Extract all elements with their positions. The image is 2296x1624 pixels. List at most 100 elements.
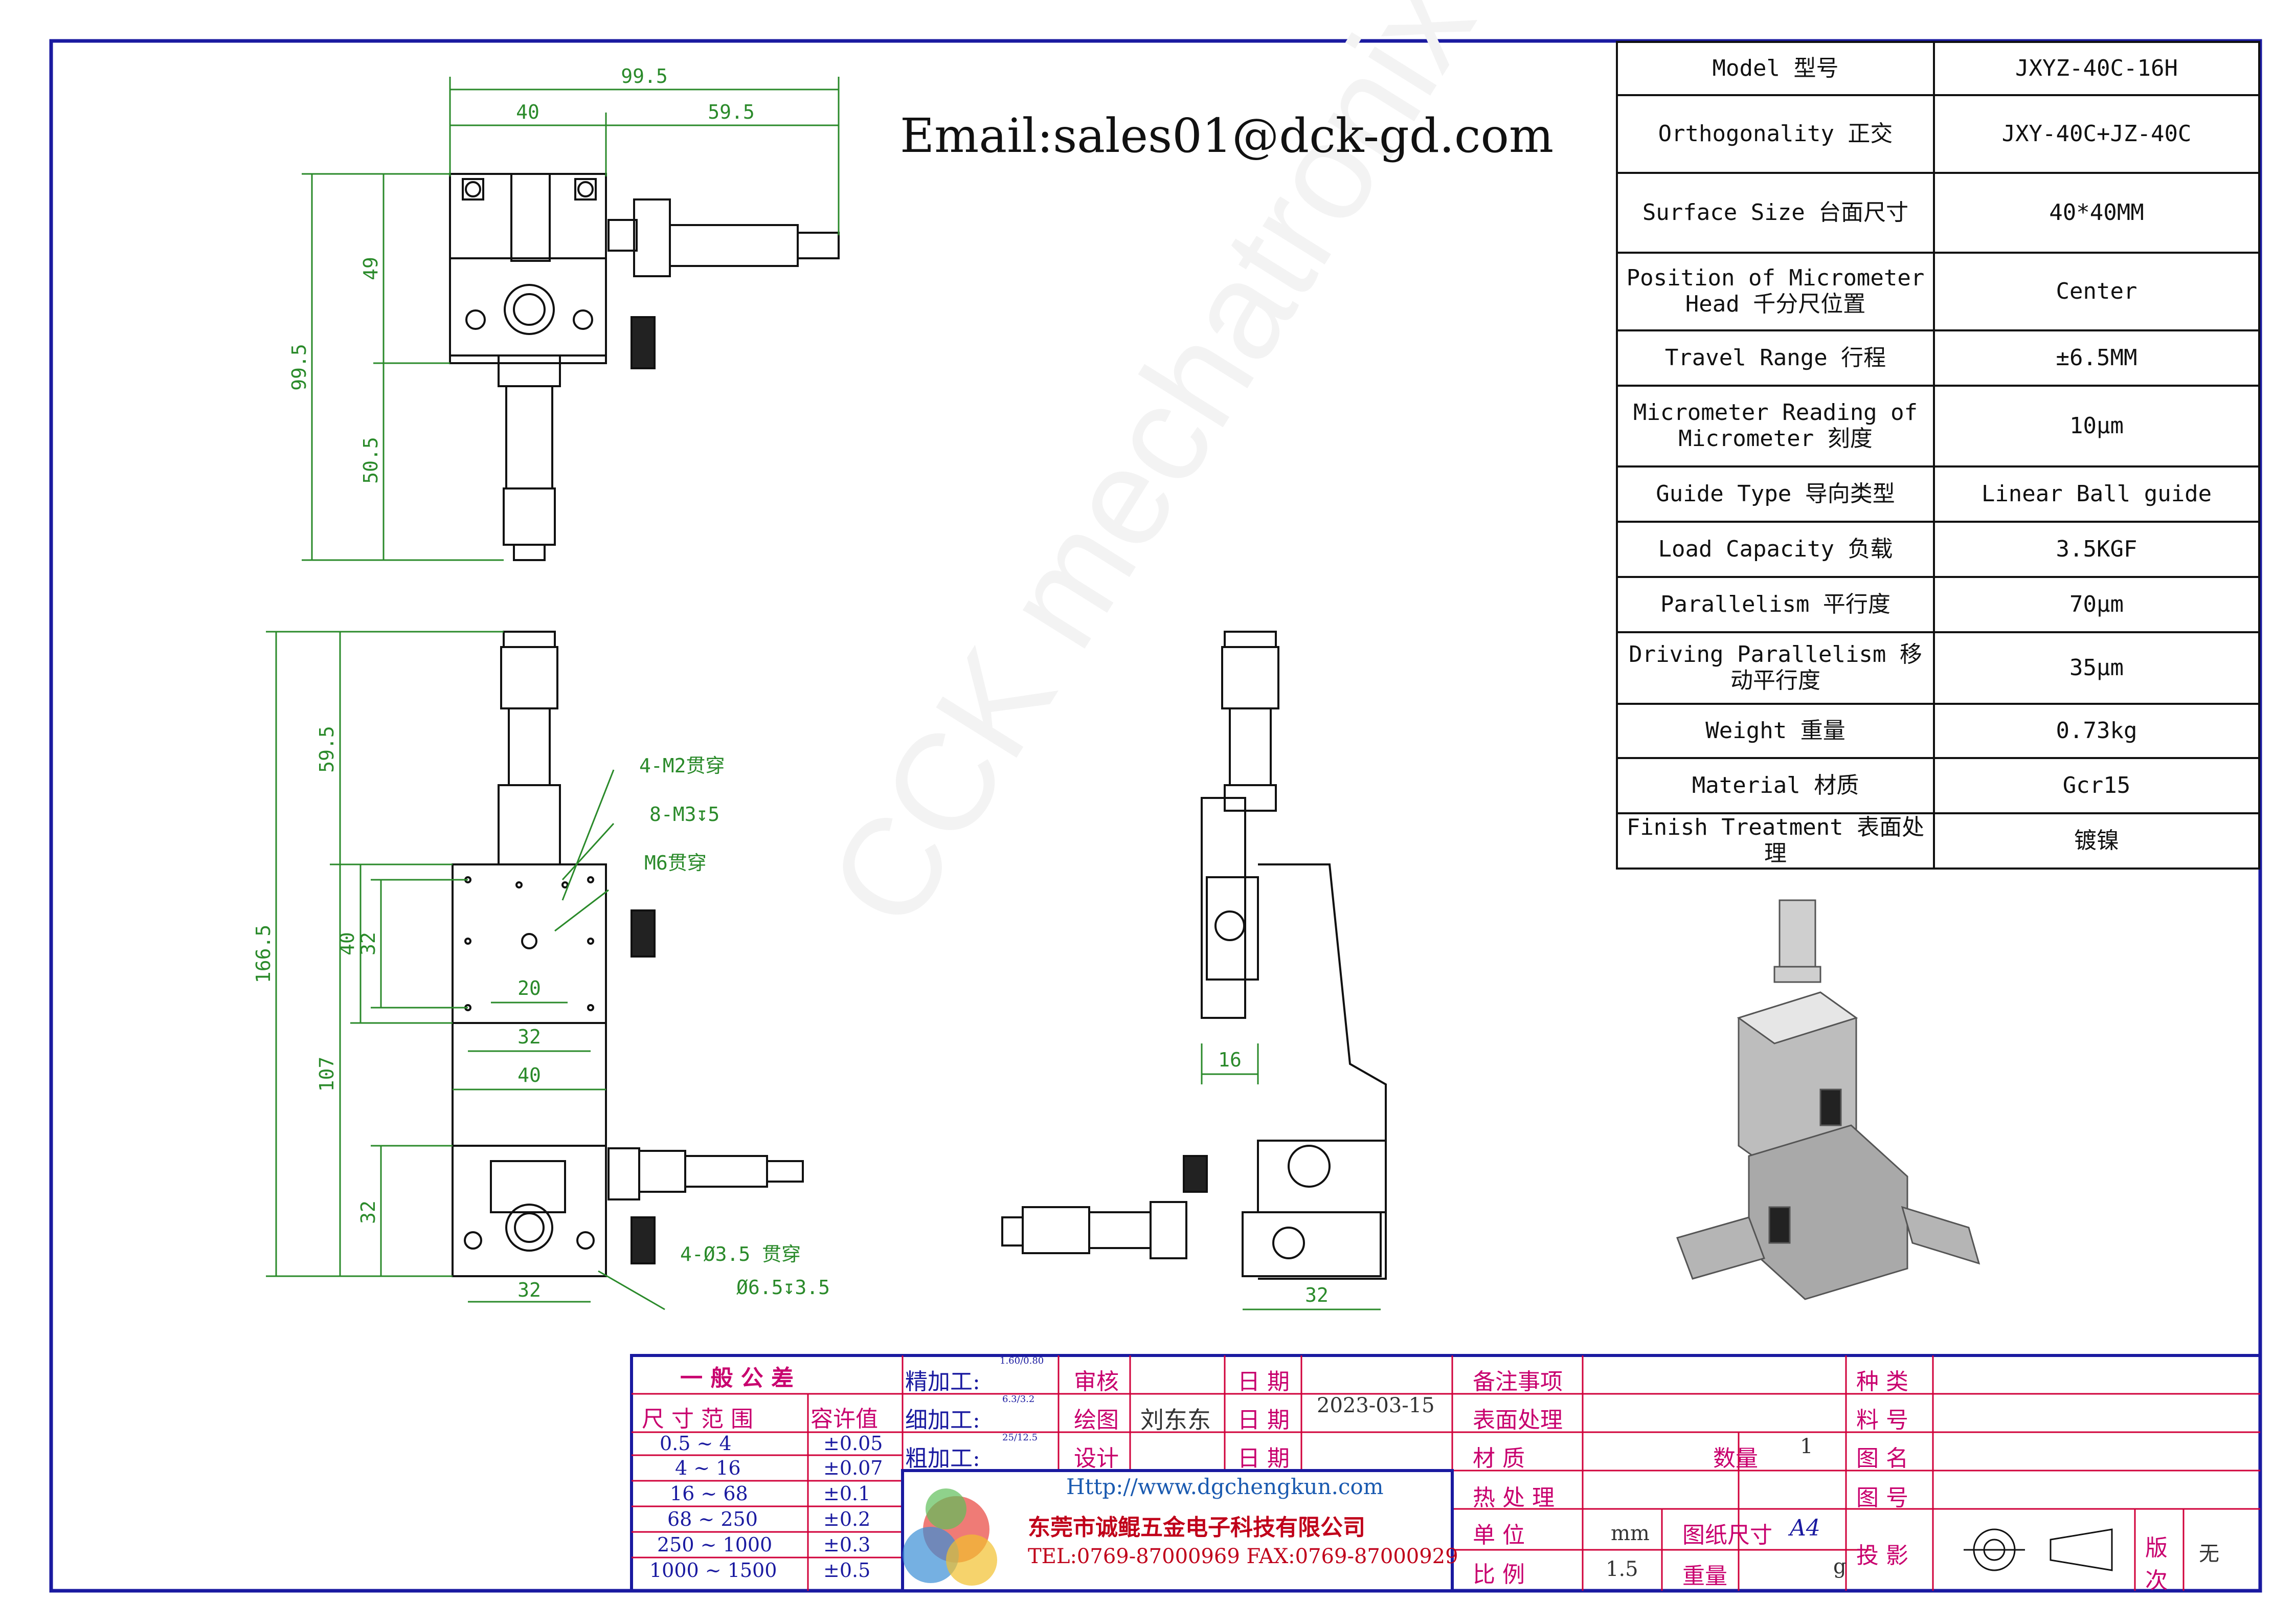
tb-tol-3: ±0.2 — [823, 1508, 871, 1530]
tb-scale: 比 例 — [1473, 1562, 1525, 1588]
spec-label: Model 型号 — [1616, 41, 1935, 96]
tb-rough-ra: 25/12.5 — [1002, 1432, 1038, 1443]
tb-paper-size: 图纸尺寸 — [1682, 1522, 1772, 1548]
tb-drawing-no: 图 号 — [1856, 1485, 1908, 1511]
dim-upper-height: 49 — [359, 257, 382, 280]
dim-hole-width: 32 — [517, 1026, 541, 1048]
front-view-dim-text: 166.5 59.5 107 40 32 32 40 32 32 20 — [252, 726, 541, 1301]
spec-value: 镀镍 — [1933, 812, 2260, 870]
side-view-dim-text: 16 32 — [1218, 1049, 1329, 1306]
note-m6-thru: M6贯穿 — [644, 852, 707, 874]
tb-surface: 表面处理 — [1473, 1407, 1563, 1433]
dim-lower-height: 50.5 — [359, 437, 382, 484]
tb-kind: 种 类 — [1856, 1369, 1908, 1395]
front-view — [452, 631, 804, 1277]
tb-scale-value: 1.5 — [1606, 1558, 1638, 1581]
spec-value: 35μm — [1933, 631, 2260, 705]
tb-date-3: 日 期 — [1237, 1445, 1290, 1472]
dim-overall-height: 99.5 — [288, 344, 310, 391]
tb-projection: 投 影 — [1856, 1543, 1908, 1569]
spec-label: Orthogonality 正交 — [1616, 94, 1935, 174]
front-view-dimensions — [266, 631, 665, 1310]
tb-medium: 细加工: — [905, 1407, 980, 1433]
note-cbore-1: 4-Ø3.5 贯穿 — [680, 1243, 801, 1265]
spec-label: Finish Treatment 表面处理 — [1616, 812, 1935, 870]
dim-hole-span: 32 — [357, 932, 379, 955]
top-view-dimensions — [302, 77, 840, 561]
dim-base-height: 32 — [357, 1200, 379, 1224]
tb-unit-value: mm — [1611, 1522, 1650, 1545]
tb-design: 设计 — [1074, 1445, 1119, 1472]
tb-range-4: 250 ~ 1000 — [657, 1533, 773, 1556]
company-contact: TEL:0769-87000969 FAX:0769-87000929 — [1028, 1545, 1458, 1568]
tb-size-range: 尺 寸 范 围 — [642, 1406, 753, 1432]
note-m2-thru: 4-M2贯穿 — [639, 754, 725, 777]
top-view — [449, 173, 840, 561]
dim-width: 40 — [517, 1064, 541, 1086]
tb-date-1: 日 期 — [1237, 1369, 1290, 1395]
dim-offset: 16 — [1218, 1049, 1242, 1071]
spec-label: Driving Parallelism 移动平行度 — [1616, 631, 1935, 705]
dim-left-width: 40 — [516, 101, 539, 123]
spec-value: JXY-40C+JZ-40C — [1933, 94, 2260, 174]
tb-version: 版次 — [2145, 1535, 2168, 1594]
tb-tol-2: ±0.1 — [823, 1482, 871, 1505]
tb-paper-value: A4 — [1790, 1515, 1820, 1541]
tb-tol-0: ±0.05 — [823, 1432, 883, 1455]
dim-lower: 107 — [316, 1057, 338, 1092]
tb-tol-1: ±0.07 — [823, 1457, 883, 1479]
tb-review: 审核 — [1074, 1369, 1119, 1395]
side-view — [1001, 631, 1387, 1280]
spec-value: 70μm — [1933, 576, 2260, 633]
dim-total-height: 166.5 — [252, 925, 275, 983]
tb-notes: 备注事项 — [1473, 1369, 1563, 1395]
spec-label: Surface Size 台面尺寸 — [1616, 172, 1935, 254]
spec-value: ±6.5MM — [1933, 329, 2260, 387]
spec-label: Weight 重量 — [1616, 703, 1935, 759]
spec-row: Finish Treatment 表面处理镀镍 — [1616, 812, 2260, 870]
company-website[interactable]: Http://www.dgchengkun.com — [1066, 1474, 1384, 1499]
email-address: Email:sales01@dck-gd.com — [900, 108, 1554, 163]
dim-overall-width: 99.5 — [621, 65, 668, 87]
tb-range-1: 4 ~ 16 — [675, 1457, 741, 1479]
spec-value: 3.5KGF — [1933, 521, 2260, 578]
tb-version-value: 无 — [2199, 1542, 2219, 1566]
spec-value: Gcr15 — [1933, 757, 2260, 814]
projection-symbol — [1964, 1528, 2113, 1571]
product-photo — [1676, 899, 1980, 1300]
dim-right-width: 59.5 — [708, 101, 755, 123]
tb-weight-unit: g — [1833, 1555, 1847, 1578]
dim-base-hole: 32 — [517, 1279, 541, 1301]
tb-tol-5: ±0.5 — [823, 1559, 871, 1582]
top-view-dim-text: 99.5 40 59.5 99.5 49 50.5 — [288, 65, 755, 484]
spec-label: Material 材质 — [1616, 757, 1935, 814]
tb-range-5: 1000 ~ 1500 — [649, 1559, 777, 1582]
tb-fine-ra: 1.60/0.80 — [1000, 1355, 1044, 1366]
tb-general-tolerance: 一 般 公 差 — [680, 1365, 794, 1391]
tb-range-3: 68 ~ 250 — [667, 1508, 758, 1530]
spec-value: 0.73kg — [1933, 703, 2260, 759]
tb-material: 材 质 — [1473, 1445, 1525, 1472]
spec-value: Center — [1933, 252, 2260, 331]
spec-value: 40*40MM — [1933, 172, 2260, 254]
dim-side-base: 32 — [1305, 1284, 1329, 1306]
spec-value: JXYZ-40C-16H — [1933, 41, 2260, 96]
spec-value: Linear Ball guide — [1933, 465, 2260, 523]
dim-inner: 20 — [517, 977, 541, 999]
front-view-notes: 4-M2贯穿 8-M3↧5 M6贯穿 4-Ø3.5 贯穿 Ø6.5↧3.5 — [639, 754, 830, 1299]
tb-drafter: 刘东东 — [1140, 1406, 1211, 1434]
tb-weight: 重量 — [1682, 1563, 1727, 1589]
tb-heat: 热 处 理 — [1473, 1485, 1555, 1511]
side-view-dimensions — [1201, 1043, 1381, 1310]
tb-quantity: 数量 — [1713, 1445, 1758, 1472]
